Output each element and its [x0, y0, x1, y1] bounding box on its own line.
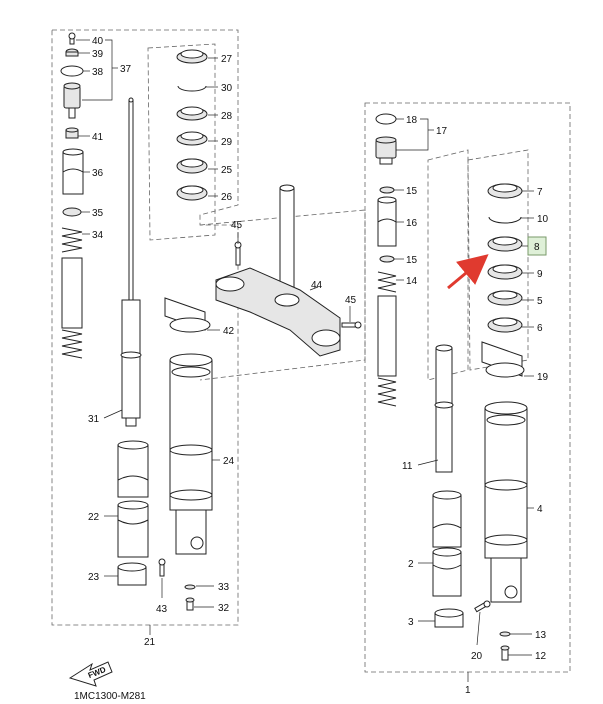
callout-39: 39 [92, 49, 104, 60]
callout-22: 22 [88, 512, 100, 523]
callout-12: 12 [535, 651, 547, 662]
right-assembly-number: 1 [465, 685, 471, 696]
outer-tube-part [169, 353, 213, 555]
inner-tube-lower-part [117, 500, 149, 558]
axle-bolt-part [158, 558, 166, 577]
callout-35: 35 [92, 208, 104, 219]
washer-lower-part [379, 255, 395, 263]
callout-41: 41 [92, 132, 104, 143]
left-inner-frame [147, 43, 216, 241]
fwd-arrow: FWD [68, 661, 113, 687]
callout-19: 19 [537, 372, 549, 383]
slide-bushing-right-part [434, 608, 464, 628]
callout-10: 10 [537, 214, 549, 225]
fork-spring-part [61, 227, 83, 359]
drain-bolt-part [185, 597, 195, 611]
left-fork-assembly: 21 [51, 29, 239, 648]
callout-45-lower: 45 [345, 295, 357, 306]
callout-23: 23 [88, 572, 100, 583]
callout-5: 5 [537, 296, 543, 307]
cap-bolt-right-part [375, 136, 397, 165]
callout-18: 18 [406, 115, 418, 126]
under-bracket-part [215, 267, 341, 357]
callout-43: 43 [156, 604, 168, 615]
inner-tube-right-upper-part [432, 490, 462, 548]
drawing-code: 1MC1300-M281 [74, 691, 146, 702]
washer-upper-part [379, 186, 395, 194]
callout-15-upper: 15 [406, 186, 418, 197]
callout-14: 14 [406, 276, 418, 287]
callout-6: 6 [537, 323, 543, 334]
callout-29: 29 [221, 137, 233, 148]
right-leaders [394, 118, 534, 656]
callout-2: 2 [408, 559, 414, 570]
callout-42: 42 [223, 326, 235, 337]
callout-16: 16 [406, 218, 418, 229]
callout-11: 11 [402, 461, 413, 472]
callout-37: 37 [120, 64, 132, 75]
drain-bolt-right-part [500, 645, 510, 661]
damper-rod-right-part [434, 344, 454, 473]
oil-seal-stack-right [487, 183, 523, 333]
callout-8: 8 [534, 242, 540, 253]
cap-bolt-part [68, 32, 76, 45]
oil-seal-stack [176, 49, 208, 201]
spacer-part [62, 148, 84, 195]
washer-part [62, 207, 82, 217]
dust-seal-cover-right-part [481, 341, 525, 378]
right-fork-assembly: 1 [364, 102, 571, 696]
lock-nut-part [65, 127, 79, 139]
washer-small-part [184, 584, 196, 590]
callout-45-upper: 45 [231, 220, 243, 231]
callout-20: 20 [471, 651, 483, 662]
callout-25: 25 [221, 165, 233, 176]
callout-36: 36 [92, 168, 104, 179]
callout-30: 30 [221, 83, 233, 94]
o-ring-part [60, 65, 84, 77]
axle-bolt-right-part [474, 600, 491, 613]
callout-26: 26 [221, 192, 233, 203]
callout-31: 31 [88, 414, 100, 425]
pinch-bolt-lower-part [341, 321, 362, 329]
right-inner-frame-2 [427, 149, 469, 381]
callout-7: 7 [537, 187, 543, 198]
callout-32: 32 [218, 603, 230, 614]
slide-bushing-part [117, 562, 147, 586]
inner-tube-right-lower-part [432, 547, 462, 597]
callout-13: 13 [535, 630, 547, 641]
callout-9: 9 [537, 269, 543, 280]
highlight-arrow [447, 254, 489, 290]
damper-rod-part [120, 97, 142, 427]
callout-28: 28 [221, 111, 233, 122]
callout-44: 44 [311, 280, 323, 291]
washer-small-right-part [499, 631, 511, 637]
right-assembly-frame [364, 102, 571, 673]
callout-3: 3 [408, 617, 414, 628]
left-assembly-number: 21 [144, 637, 156, 648]
callout-27: 27 [221, 54, 233, 65]
callout-33: 33 [218, 582, 230, 593]
inner-tube-upper-part [117, 440, 149, 498]
callout-40: 40 [92, 36, 104, 47]
callout-15-lower: 15 [406, 255, 418, 266]
callout-24: 24 [223, 456, 235, 467]
pinch-bolt-upper-part [234, 241, 242, 266]
outer-tube-right-part [484, 401, 528, 603]
fork-spring-right-part [377, 271, 397, 407]
spacer-right-part [377, 196, 397, 247]
o-ring-right-part [375, 113, 397, 125]
callout-34: 34 [92, 230, 104, 241]
cap-bolt-assembly-part [63, 82, 81, 119]
steering-stem-assembly: 45 44 45 [199, 184, 366, 381]
left-leaders [76, 39, 220, 608]
dust-seal-cover-part [164, 297, 211, 333]
right-inner-frame [467, 149, 529, 371]
callout-17: 17 [436, 126, 448, 137]
callout-4: 4 [537, 504, 543, 515]
callout-38: 38 [92, 67, 104, 78]
nut-part [65, 48, 79, 57]
